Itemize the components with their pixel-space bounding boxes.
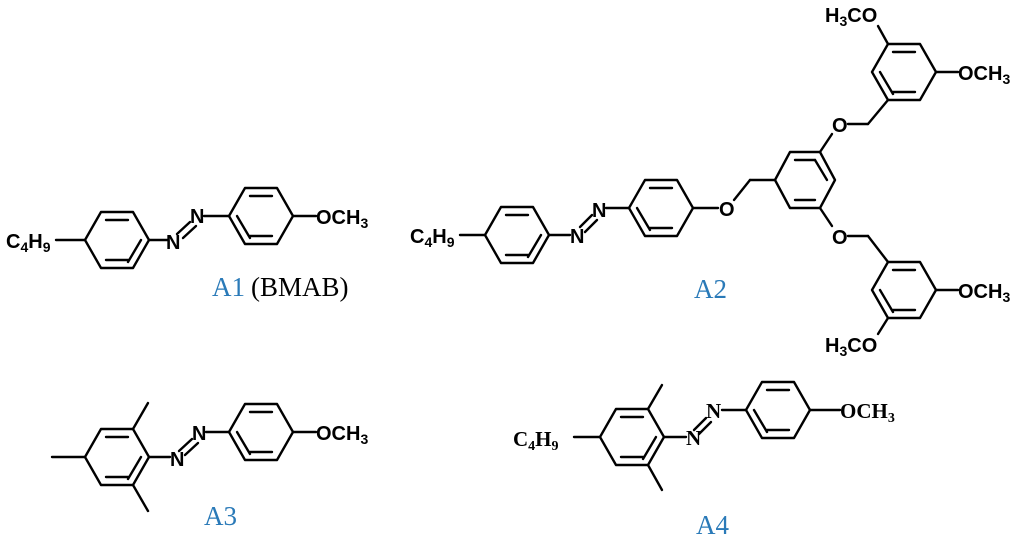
a2-nitrogen-1: N <box>570 226 584 248</box>
a3-nitrogen-1: N <box>170 449 184 471</box>
a2-ether-oxygen-2: O <box>832 115 848 137</box>
a4-butyl-label: C4H9 <box>513 427 559 454</box>
a2-methoxy-bottom-left: H3CO <box>825 335 877 359</box>
a2-methoxy-top-left: H3CO <box>825 5 877 29</box>
a2-bonds <box>458 24 960 336</box>
a1-nitrogen-1: N <box>166 232 180 254</box>
a4-bonds <box>572 380 842 492</box>
a2-methoxy-top-right: OCH3 <box>958 63 1010 87</box>
a3-bonds <box>50 401 318 513</box>
a4-atom-labels: C4H9 N N OCH3 <box>513 399 895 454</box>
a1-caption-id: A1 <box>212 272 245 302</box>
a1-caption: A1(BMAB) <box>212 272 349 302</box>
a2-butyl-label: C4H9 <box>410 226 455 250</box>
a4-caption: A4 <box>696 510 729 540</box>
a2-nitrogen-2: N <box>592 200 606 222</box>
a1-caption-extra: (BMAB) <box>251 272 349 302</box>
a2-atom-labels: C4H9 N N O O O H3CO OCH3 OCH3 H3CO <box>410 5 1010 359</box>
a4-methoxy-label: OCH3 <box>840 399 895 426</box>
molecule-a4: C4H9 N N OCH3 A4 <box>513 380 895 540</box>
a3-nitrogen-2: N <box>192 423 206 445</box>
a1-methoxy-label: OCH3 <box>316 207 368 231</box>
a1-atom-labels: C4H9 N N OCH3 <box>6 206 368 255</box>
a3-caption: A3 <box>204 501 237 531</box>
a4-nitrogen-1: N <box>686 426 701 450</box>
a1-butyl-label: C4H9 <box>6 231 51 255</box>
molecule-a2: C4H9 N N O O O H3CO OCH3 OCH3 H3CO A2 <box>410 5 1010 359</box>
a2-ether-oxygen-1: O <box>719 199 735 221</box>
a4-nitrogen-2: N <box>706 399 721 423</box>
a2-methoxy-bottom-right: OCH3 <box>958 281 1010 305</box>
a2-caption: A2 <box>694 274 727 304</box>
a1-bonds <box>54 186 318 270</box>
molecule-a1: C4H9 N N OCH3 A1(BMAB) <box>6 186 368 302</box>
a1-nitrogen-2: N <box>190 206 204 228</box>
a3-atom-labels: N N OCH3 <box>170 423 368 471</box>
a2-ether-oxygen-3: O <box>832 227 848 249</box>
a3-methoxy-label: OCH3 <box>316 423 368 447</box>
molecule-a3: N N OCH3 A3 <box>50 401 368 531</box>
